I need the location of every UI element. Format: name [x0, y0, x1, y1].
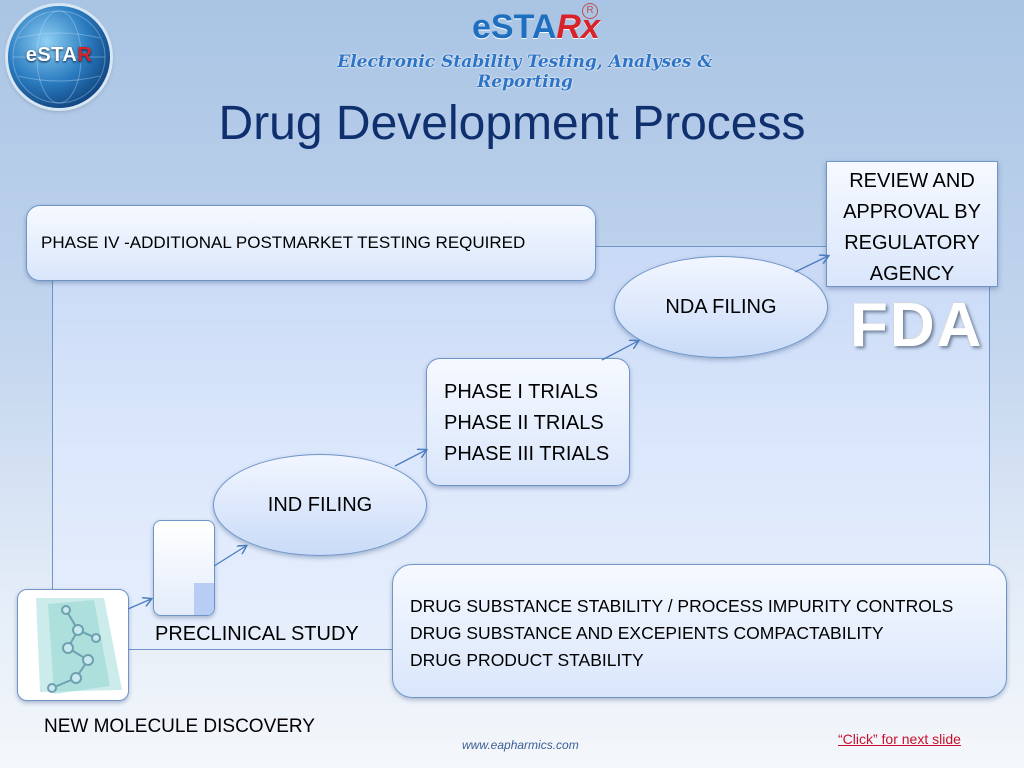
review-line: AGENCY: [869, 263, 955, 285]
review-line: REGULATORY: [844, 232, 980, 254]
brand-tagline: Electronic Stability Testing, Analyses &…: [337, 52, 713, 92]
stability-line: DRUG SUBSTANCE STABILITY / PROCESS IMPUR…: [410, 596, 954, 616]
nda-filing-label: NDA FILING: [665, 295, 777, 318]
next-slide-link[interactable]: “Click” for next slide: [838, 731, 961, 747]
trial-line: PHASE I TRIALS: [444, 381, 599, 403]
estar-globe-logo: eSTAR: [8, 6, 110, 108]
preclinical-study-label: PRECLINICAL STUDY: [155, 623, 359, 645]
globe-logo-text: eSTAR: [25, 44, 93, 66]
molecule-structure-icon: [36, 598, 122, 694]
review-line: REVIEW AND: [849, 170, 975, 192]
nda-filing-oval: NDA FILING: [614, 256, 828, 358]
review-line: APPROVAL BY: [843, 201, 981, 223]
globe-grid-icon: [12, 10, 106, 104]
registered-mark-icon: R: [582, 3, 598, 19]
molecule-image: [17, 589, 129, 701]
phase-iv-box: PHASE IV -ADDITIONAL POSTMARKET TESTING …: [26, 205, 596, 281]
slide-title: Drug Development Process: [218, 97, 806, 150]
trial-line: PHASE III TRIALS: [444, 443, 610, 465]
footer-url: www.eapharmics.com: [462, 738, 579, 752]
trial-line: PHASE II TRIALS: [444, 412, 604, 434]
brand-name: eSTARx: [472, 8, 600, 46]
stability-line: DRUG PRODUCT STABILITY: [410, 650, 644, 670]
preclinical-image-fill: [194, 583, 214, 615]
ind-filing-label: IND FILING: [267, 493, 373, 516]
stability-box: DRUG SUBSTANCE STABILITY / PROCESS IMPUR…: [392, 564, 1007, 698]
review-approval-box: REVIEW AND APPROVAL BY REGULATORY AGENCY: [826, 161, 998, 287]
phase-iv-label: PHASE IV -ADDITIONAL POSTMARKET TESTING …: [41, 233, 526, 252]
fda-label: FDA: [850, 291, 984, 360]
new-molecule-discovery-label: NEW MOLECULE DISCOVERY: [44, 716, 315, 737]
clinical-trials-box: PHASE I TRIALS PHASE II TRIALS PHASE III…: [426, 358, 630, 486]
stability-line: DRUG SUBSTANCE AND EXCEPIENTS COMPACTABI…: [410, 623, 884, 643]
preclinical-study-image: [153, 520, 215, 616]
ind-filing-oval: IND FILING: [213, 454, 427, 556]
